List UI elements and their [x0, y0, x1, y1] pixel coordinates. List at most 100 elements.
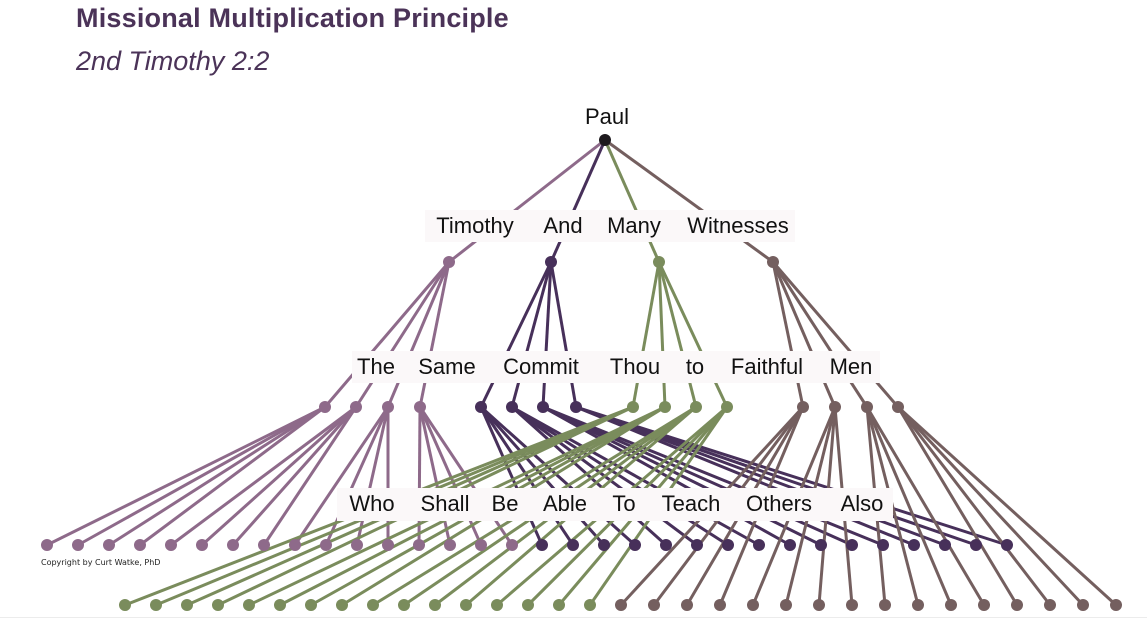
- level3-node: [212, 599, 224, 611]
- edge-level2-to-level3: [896, 406, 1019, 606]
- copyright-notice: Copyright by Curt Watke, PhD: [41, 558, 161, 567]
- level3-word: To: [612, 491, 635, 516]
- level3-node: [1044, 599, 1056, 611]
- level2-node: [721, 401, 733, 413]
- edge-root-to-level1: [448, 138, 606, 264]
- level2-label-band: [352, 351, 880, 383]
- level2-node: [627, 401, 639, 413]
- edge-level2-to-level3: [170, 405, 357, 547]
- level3-node: [134, 539, 146, 551]
- level3-node: [150, 599, 162, 611]
- level2-word: to: [686, 354, 704, 379]
- edge-level1-to-level2: [631, 261, 661, 408]
- edge-level2-to-level3: [575, 405, 915, 547]
- level2-node: [892, 401, 904, 413]
- level3-node: [460, 599, 472, 611]
- level3-node: [320, 539, 332, 551]
- level2-node: [506, 401, 518, 413]
- level2-node: [797, 401, 809, 413]
- level3-node: [398, 599, 410, 611]
- level3-node: [784, 539, 796, 551]
- level1-label-band: [425, 210, 795, 242]
- edge-level2-to-level3: [542, 405, 822, 547]
- level3-word: Others: [746, 491, 812, 516]
- level3-node: [367, 599, 379, 611]
- level2-node: [319, 401, 331, 413]
- edge-level2-to-level3: [865, 406, 986, 606]
- level3-node: [747, 599, 759, 611]
- bottom-divider: [0, 617, 1147, 618]
- level2-node: [570, 401, 582, 413]
- level3-node: [660, 539, 672, 551]
- level3-node: [691, 539, 703, 551]
- edge-level1-to-level2: [386, 261, 451, 408]
- level3-word: Teach: [662, 491, 721, 516]
- level3-node: [41, 539, 53, 551]
- level3-word: Who: [349, 491, 394, 516]
- level2-node: [829, 401, 841, 413]
- edge-level2-to-level3: [865, 406, 953, 606]
- level2-word: Thou: [610, 354, 660, 379]
- level3-node: [584, 599, 596, 611]
- level2-word: Commit: [503, 354, 579, 379]
- level3-node: [846, 539, 858, 551]
- level3-node: [846, 599, 858, 611]
- root-node: [599, 134, 611, 146]
- level3-node: [72, 539, 84, 551]
- level3-node: [970, 539, 982, 551]
- edge-level1-to-level2: [479, 261, 553, 408]
- edge-level2-to-level3: [77, 405, 326, 547]
- level2-word: Faithful: [731, 354, 803, 379]
- level3-node: [429, 599, 441, 611]
- level3-word: Also: [841, 491, 884, 516]
- edge-level2-to-level3: [896, 406, 1052, 606]
- level3-node: [444, 539, 456, 551]
- edge-level2-to-level3: [896, 405, 1118, 607]
- level3-node: [227, 539, 239, 551]
- level3-node: [165, 539, 177, 551]
- level3-node: [1011, 599, 1023, 611]
- diagram-subtitle: 2nd Timothy 2:2: [76, 46, 270, 76]
- edge-level2-to-level3: [293, 406, 390, 546]
- level3-node: [714, 599, 726, 611]
- level3-node: [351, 539, 363, 551]
- level2-word: Men: [830, 354, 873, 379]
- level3-node: [336, 599, 348, 611]
- level1-label-timothy: Timothy: [436, 213, 513, 238]
- level3-node: [780, 599, 792, 611]
- edge-level2-to-level3: [231, 406, 358, 546]
- level2-node: [350, 401, 362, 413]
- level3-node: [567, 539, 579, 551]
- edge-level2-to-level3: [417, 406, 422, 546]
- level3-node: [553, 599, 565, 611]
- edge-level2-to-level3: [511, 405, 729, 547]
- level3-node: [475, 539, 487, 551]
- edge-level2-to-level3: [418, 406, 483, 546]
- edge-level2-to-level3: [418, 406, 452, 546]
- level3-node: [119, 599, 131, 611]
- level3-node: [598, 539, 610, 551]
- level3-node: [1077, 599, 1089, 611]
- edge-level2-to-level3: [575, 405, 977, 547]
- edge-level2-to-level3: [479, 406, 575, 546]
- level2-node: [861, 401, 873, 413]
- level3-node: [615, 599, 627, 611]
- level3-node: [648, 599, 660, 611]
- level3-node: [879, 599, 891, 611]
- level3-node: [945, 599, 957, 611]
- level3-word: Able: [543, 491, 587, 516]
- level3-node: [413, 539, 425, 551]
- level1-label-witnesses: Witnesses: [687, 213, 788, 238]
- level3-node: [815, 539, 827, 551]
- level3-node: [491, 599, 503, 611]
- tree-nodes: [41, 134, 1122, 611]
- edge-level1-to-level2: [657, 261, 729, 408]
- level3-node: [274, 599, 286, 611]
- edge-level2-to-level3: [355, 406, 390, 546]
- level2-node: [414, 401, 426, 413]
- edge-level2-to-level3: [479, 406, 544, 546]
- level3-node: [1110, 599, 1122, 611]
- level3-node: [681, 599, 693, 611]
- edge-level1-to-level2: [549, 261, 578, 408]
- diagram-title: Missional Multiplication Principle: [76, 3, 509, 33]
